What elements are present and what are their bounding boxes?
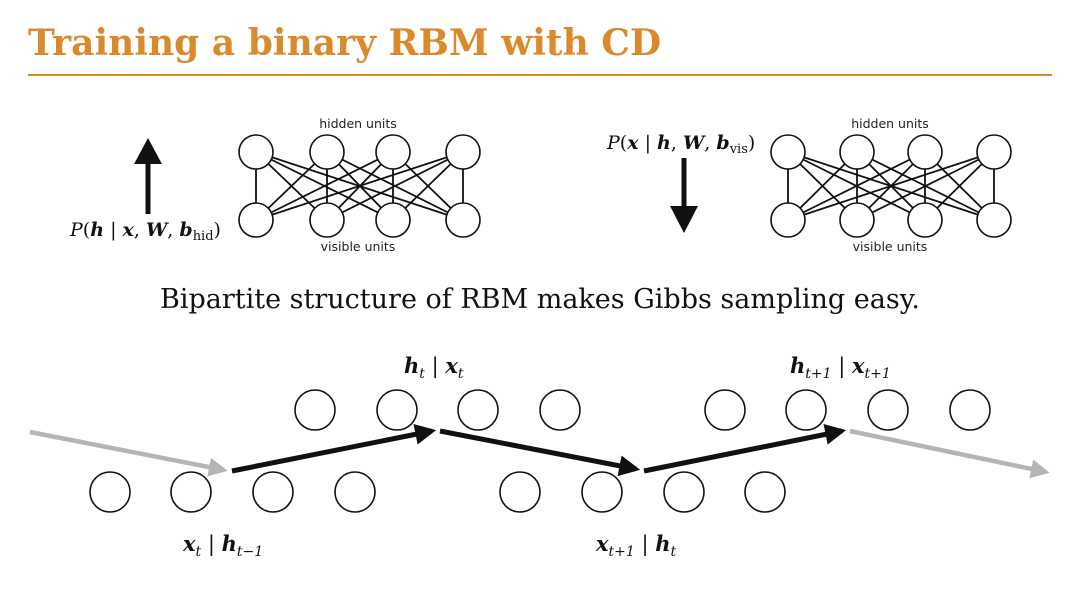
visible-unit-node — [445, 202, 481, 238]
hidden-unit-node — [376, 389, 418, 431]
visible-unit-node — [839, 202, 875, 238]
hidden-unit-node — [457, 389, 499, 431]
left-edges — [255, 151, 464, 221]
down-arrow-icon — [670, 158, 698, 233]
outgoing-chain-arrow — [849, 428, 1050, 479]
visible-unit-node — [375, 202, 411, 238]
hidden-unit-node — [309, 134, 345, 170]
hidden-unit-node — [294, 389, 336, 431]
chain-arrow — [231, 423, 437, 474]
label-x-t-plus-1: xt+1 | ht — [595, 531, 677, 560]
left-visible-label: visible units — [321, 239, 396, 254]
visible-unit-node — [663, 471, 705, 513]
hidden-unit-node — [704, 389, 746, 431]
hidden-unit-node — [949, 389, 991, 431]
visible-unit-node — [238, 202, 274, 238]
visible-unit-node — [907, 202, 943, 238]
hidden-unit-node — [839, 134, 875, 170]
right-rbm: P(x | h, W, bvis) hidden units visible u… — [606, 116, 1012, 254]
visible-unit-node — [499, 471, 541, 513]
visible-unit-node — [581, 471, 623, 513]
hidden-unit-node — [539, 389, 581, 431]
hidden-unit-node — [238, 134, 274, 170]
right-edges — [787, 151, 995, 221]
hidden-unit-node — [770, 134, 806, 170]
hidden-unit-node — [976, 134, 1012, 170]
right-hidden-label: hidden units — [851, 116, 929, 131]
chain-arrow — [439, 428, 641, 477]
title-underline — [28, 74, 1052, 76]
left-formula: P(h | x, W, bhid) — [69, 219, 221, 244]
visible-unit-node — [770, 202, 806, 238]
left-rbm: P(h | x, W, bhid) hidden units visible u… — [69, 116, 481, 254]
up-arrow-icon — [134, 138, 162, 214]
hidden-unit-node — [867, 389, 909, 431]
visible-unit-node — [744, 471, 786, 513]
hidden-unit-node — [785, 389, 827, 431]
label-x-t: xt | ht−1 — [182, 531, 263, 560]
visible-unit-node — [89, 471, 131, 513]
gibbs-chain: xt | ht−1 ht | xt xt+1 | ht ht+1 | xt+1 — [29, 353, 1050, 560]
label-h-t: ht | xt — [404, 353, 464, 382]
visible-unit-node — [170, 471, 212, 513]
visible-unit-node — [334, 471, 376, 513]
right-visible-label: visible units — [853, 239, 928, 254]
slide-title: Training a binary RBM with CD — [28, 22, 662, 64]
hidden-unit-node — [375, 134, 411, 170]
visible-unit-node — [309, 202, 345, 238]
right-formula: P(x | h, W, bvis) — [606, 132, 755, 157]
visible-unit-node — [976, 202, 1012, 238]
label-h-t-plus-1: ht+1 | xt+1 — [790, 353, 891, 382]
visible-unit-node — [252, 471, 294, 513]
incoming-chain-arrow — [29, 429, 228, 477]
chain-arrow — [643, 424, 847, 474]
left-hidden-label: hidden units — [319, 116, 397, 131]
slide-caption: Bipartite structure of RBM makes Gibbs s… — [160, 284, 920, 315]
hidden-unit-node — [445, 134, 481, 170]
hidden-unit-node — [907, 134, 943, 170]
